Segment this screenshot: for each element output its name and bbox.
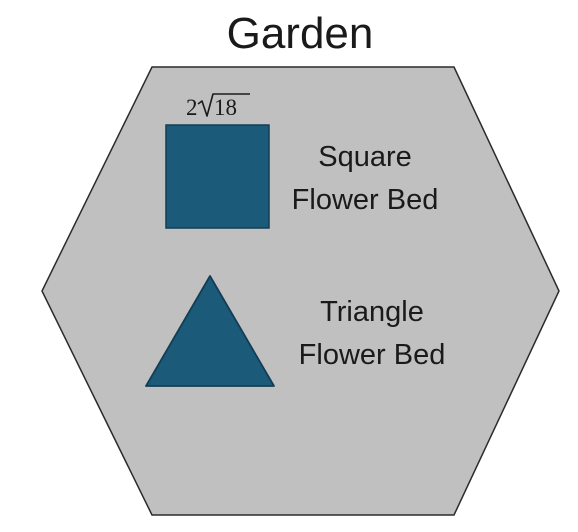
- square-side-length-label: 2 18: [186, 93, 250, 120]
- square-bed-label-line1: Square: [318, 141, 412, 173]
- side-coefficient: 2: [186, 95, 198, 120]
- garden-hexagon: [41, 66, 560, 516]
- square-flower-bed: [165, 124, 270, 229]
- triangle-bed-label-line2: Flower Bed: [299, 339, 446, 371]
- triangle-flower-bed: [145, 275, 275, 387]
- square-bed-label-line2: Flower Bed: [292, 184, 439, 216]
- triangle-bed-label-line1: Triangle: [320, 296, 424, 328]
- side-radicand: 18: [214, 95, 237, 120]
- garden-title: Garden: [227, 9, 374, 58]
- radical-sign: [197, 93, 250, 117]
